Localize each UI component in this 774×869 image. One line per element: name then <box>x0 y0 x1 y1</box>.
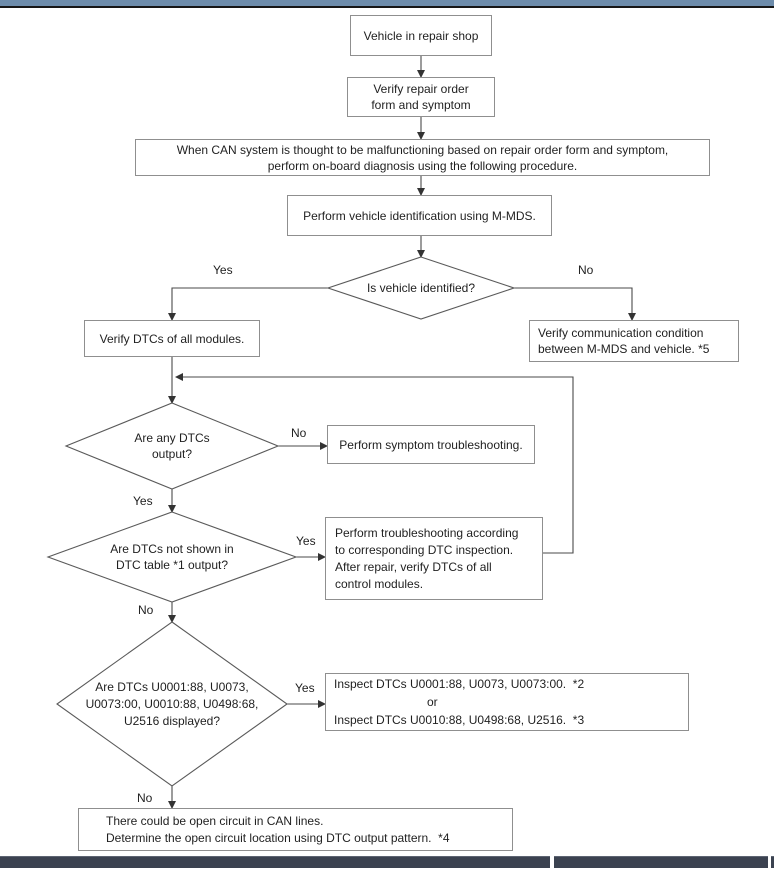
decision-label-any-dtcs-output: Are any DTCs output? <box>134 431 210 461</box>
inspect-dtcs-line2: Inspect DTCs U0010:88, U0498:68, U2516. … <box>334 713 585 727</box>
decision-label-specific-dtcs: Are DTCs U0001:88, U0073, U0073:00, U001… <box>85 680 259 728</box>
decision-specific-dtcs-shape <box>56 621 288 787</box>
process-symptom-troubleshooting: Perform symptom troubleshooting. <box>327 425 535 464</box>
edge-decision1-yes <box>168 287 328 321</box>
process-verify-repair-order: Verify repair order form and symptom <box>347 77 495 117</box>
branch-label-yes-identified: Yes <box>213 263 233 277</box>
process-open-circuit: There could be open circuit in CAN lines… <box>78 808 513 851</box>
branch-label-no-specific-dtcs: No <box>137 791 153 805</box>
top-bar <box>0 0 774 8</box>
branch-label-yes-dtcs-output: Yes <box>133 494 153 508</box>
process-verify-communication: Verify communication condition between M… <box>529 320 739 362</box>
decision-dtcs-not-in-table-shape <box>46 511 298 603</box>
bottom-bar-segment-middle <box>554 856 768 868</box>
decision-is-vehicle-identified-shape <box>326 256 516 320</box>
process-inspect-dtcs: Inspect DTCs U0001:88, U0073, U0073:00. … <box>325 673 689 731</box>
process-vehicle-identification: Perform vehicle identification using M-M… <box>287 195 552 236</box>
bottom-bar <box>0 856 774 869</box>
branch-label-no-dtcs-output: No <box>291 426 307 440</box>
inspect-dtcs-or: or <box>427 695 438 709</box>
branch-label-yes-specific-dtcs: Yes <box>295 681 315 695</box>
branch-label-no-not-in-table: No <box>138 603 154 617</box>
process-verify-dtcs: Verify DTCs of all modules. <box>84 320 260 357</box>
inspect-dtcs-line1: Inspect DTCs U0001:88, U0073, U0073:00. … <box>334 677 585 691</box>
bottom-bar-segment-left <box>0 856 550 868</box>
edge-decision1-no <box>514 287 636 321</box>
bottom-bar-segment-right <box>771 856 774 868</box>
branch-label-yes-not-in-table: Yes <box>296 534 316 548</box>
edge-feedback-loop <box>175 373 574 554</box>
decision-any-dtcs-output-shape <box>64 402 280 490</box>
decision-label-is-vehicle-identified: Is vehicle identified? <box>366 281 476 295</box>
process-when-can-malfunction: When CAN system is thought to be malfunc… <box>135 139 710 176</box>
process-vehicle-in-repair-shop: Vehicle in repair shop <box>350 15 492 56</box>
decision-label-dtcs-not-in-table: Are DTCs not shown in DTC table *1 outpu… <box>110 542 234 572</box>
branch-label-no-identified: No <box>578 263 594 277</box>
process-dtc-troubleshooting: Perform troubleshooting according to cor… <box>325 517 543 600</box>
